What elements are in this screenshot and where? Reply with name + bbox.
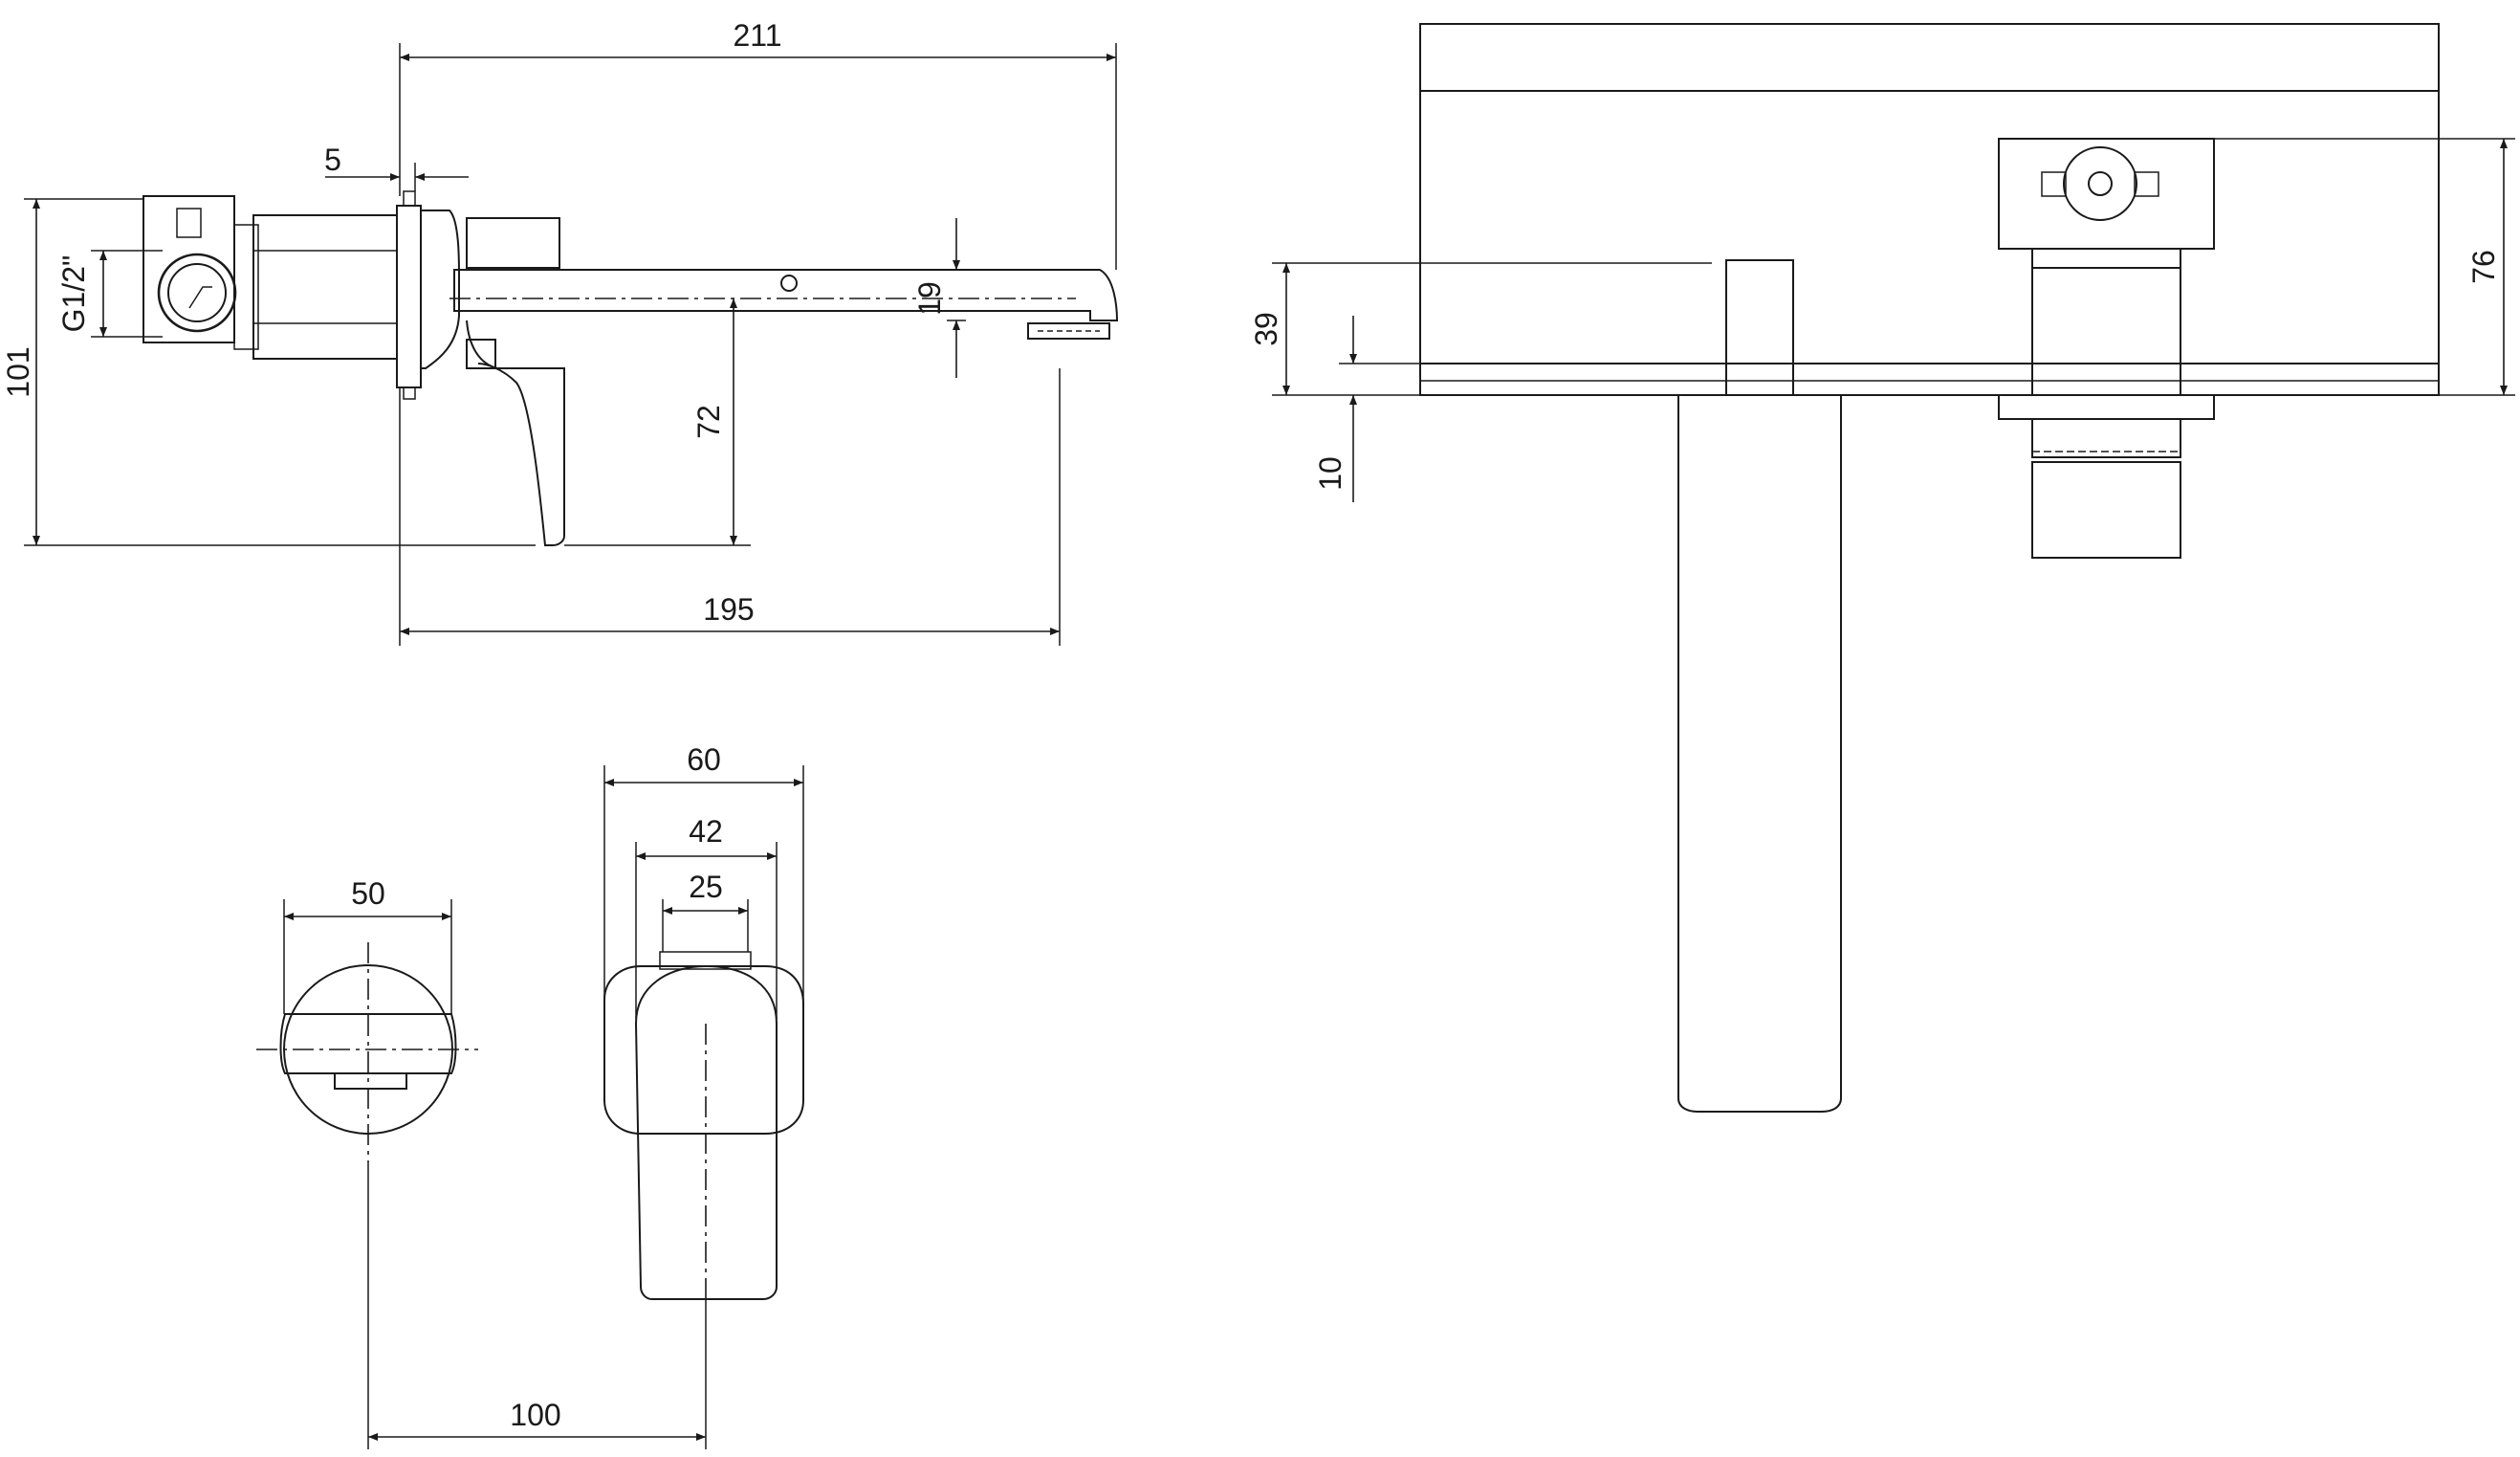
dim-39: 39 xyxy=(1249,312,1283,346)
dim-25: 25 xyxy=(689,870,723,904)
dim-50: 50 xyxy=(351,876,385,911)
cover-plate xyxy=(421,210,460,369)
dim-76: 76 xyxy=(2466,250,2501,284)
dim-195: 195 xyxy=(703,592,754,627)
wall-box xyxy=(1419,23,2440,396)
dim-72: 72 xyxy=(691,405,726,439)
lever-front-view: 60 42 25 100 xyxy=(368,742,804,1449)
side-view: 211 5 101 G1/2" 19 72 195 xyxy=(1,18,1119,646)
spout-plan xyxy=(1677,395,1842,1113)
dim-5: 5 xyxy=(324,143,341,177)
valve-cartridge xyxy=(2031,461,2181,559)
lever-back-plate xyxy=(603,965,804,1135)
spout-front-view: 50 xyxy=(256,876,478,1449)
lever xyxy=(466,320,565,546)
dim-211: 211 xyxy=(733,18,781,53)
plan-view: 39 10 76 xyxy=(1249,23,2515,1113)
handle-body xyxy=(466,217,560,269)
dim-60: 60 xyxy=(687,742,721,777)
dim-42: 42 xyxy=(689,814,723,849)
dim-10: 10 xyxy=(1313,456,1348,491)
valve-body xyxy=(252,214,398,360)
dim-19: 19 xyxy=(912,281,947,316)
dim-thread: G1/2" xyxy=(56,255,91,333)
dim-101: 101 xyxy=(1,346,35,397)
flange xyxy=(396,205,422,388)
inlet-circle xyxy=(157,253,237,333)
dim-100: 100 xyxy=(510,1398,560,1432)
spout xyxy=(453,269,1119,321)
